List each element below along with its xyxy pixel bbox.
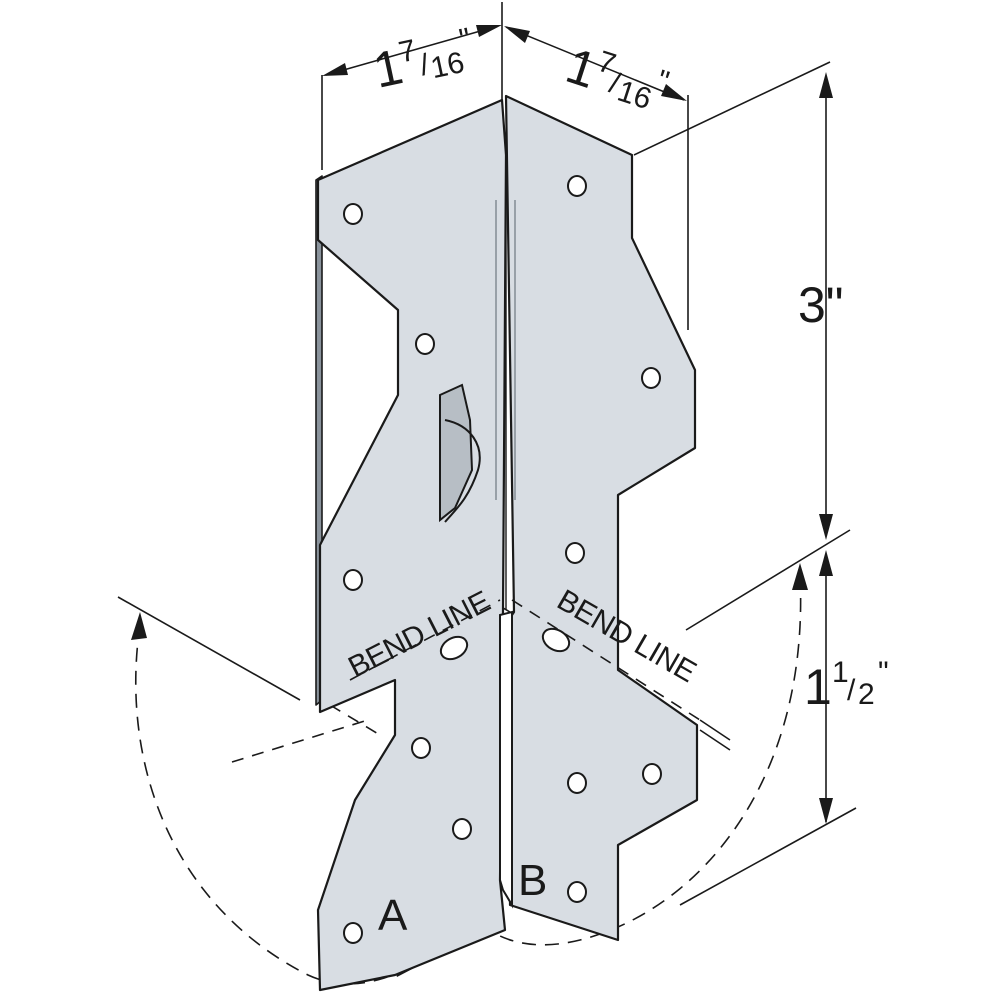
- nail-hole: [343, 203, 363, 225]
- flange-label-a: A: [378, 891, 408, 940]
- left-dashed-axis: [231, 719, 369, 763]
- punched-tab: [439, 383, 474, 523]
- dimension-label-right-width: 1 7 / 16 ": [560, 37, 673, 116]
- framing-angle: [315, 94, 701, 992]
- dimension-line-right-width: [505, 26, 685, 101]
- dimension-label-left-width: 1 7 / 16 ": [369, 22, 474, 99]
- nail-hole: [343, 569, 363, 591]
- extension-line-top: [633, 61, 831, 156]
- nail-hole: [343, 922, 363, 944]
- nail-hole: [567, 175, 587, 197]
- arrowhead-icon: [819, 798, 833, 824]
- nail-hole: [415, 333, 435, 355]
- rotation-arc-left: [134, 624, 409, 985]
- arrowhead-icon: [792, 563, 808, 590]
- nail-hole: [642, 763, 662, 785]
- nail-hole: [565, 542, 585, 564]
- dim-numerator: 7: [396, 34, 419, 70]
- nail-holes: [343, 175, 662, 944]
- arrowhead-icon: [819, 72, 833, 98]
- nail-hole: [452, 818, 472, 840]
- dimension-label-lower-height: 1 1 / 2 ": [804, 656, 889, 715]
- dimension-label-upper-height: 3": [798, 277, 844, 333]
- arrowhead-icon: [476, 25, 502, 37]
- right-dimensions: 3" 1 1 / 2 ": [633, 61, 889, 906]
- extension-line-middle: [685, 529, 851, 631]
- dimension-line-left-width: [325, 25, 499, 76]
- nail-hole: [567, 772, 587, 794]
- arrowhead-icon: [322, 63, 348, 76]
- right-face: [504, 94, 699, 942]
- dim-slash: /: [847, 674, 856, 707]
- left-face: [316, 98, 508, 992]
- slotted-hole: [439, 635, 469, 661]
- dim-whole: 1: [804, 659, 832, 715]
- bend-line-left-mark: [349, 599, 501, 681]
- flange-slit: [499, 610, 513, 909]
- nail-hole: [641, 367, 661, 389]
- arrowhead-icon: [661, 84, 687, 101]
- arrowhead-icon: [131, 612, 147, 640]
- slotted-hole: [541, 627, 571, 653]
- bend-mark: [699, 729, 731, 751]
- tab-curl: [444, 419, 481, 523]
- bend-mark: [699, 719, 731, 741]
- dim-unit: ": [878, 656, 889, 689]
- bend-line-right-mark: [511, 599, 701, 721]
- nail-hole: [567, 881, 587, 903]
- dim-denominator: 16: [428, 46, 468, 85]
- left-reference-line: [117, 596, 301, 701]
- arrowhead-icon: [819, 550, 833, 576]
- flange-label-b: B: [518, 856, 547, 905]
- arrowhead-icon: [504, 26, 530, 43]
- extension-line-bottom: [679, 807, 857, 906]
- dim-numerator: 1: [832, 656, 849, 689]
- nail-hole: [411, 737, 431, 759]
- left-dashed-axis-2: [329, 704, 381, 736]
- dim-denominator: 2: [858, 678, 875, 711]
- arrowhead-icon: [819, 514, 833, 540]
